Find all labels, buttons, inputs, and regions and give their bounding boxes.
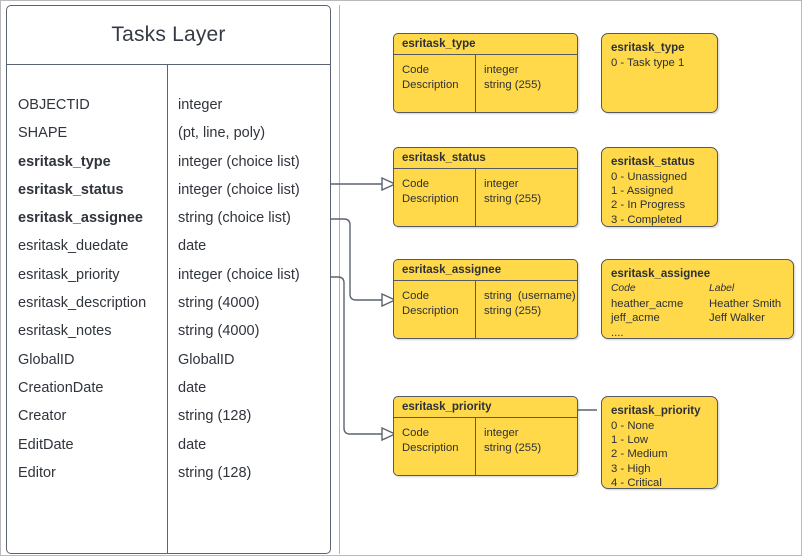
- field-type-creator: string (128): [178, 408, 252, 425]
- domain-table-esritask-status[interactable]: esritask_status Code Description integer…: [393, 147, 578, 227]
- assignee-header-code: Code: [611, 283, 636, 294]
- field-type-editor: string (128): [178, 464, 252, 481]
- field-name-esritask-notes: esritask_notes: [18, 323, 112, 340]
- value-card-line-status-0: 0 - Unassigned: [611, 171, 687, 183]
- domain-table-body-assignee: Code Description string (username) strin…: [394, 281, 577, 338]
- field-type-shape: (pt, line, poly): [178, 125, 266, 142]
- domain-type-description-status: string (255): [484, 192, 542, 205]
- field-type-esritask-duedate: date: [178, 238, 207, 255]
- field-name-globalid: GlobalID: [18, 351, 75, 368]
- value-card-line-type-0: 0 - Task type 1: [611, 57, 685, 69]
- field-type-esritask-priority: integer (choice list): [178, 266, 300, 283]
- domain-table-esritask-priority[interactable]: esritask_priority Code Description integ…: [393, 396, 578, 476]
- assignee-row-0: heather_acme Heather Smith: [611, 297, 784, 312]
- field-name-editor: Editor: [18, 464, 56, 481]
- domain-table-header-type: esritask_type: [394, 34, 577, 55]
- domain-table-header-status: esritask_status: [394, 148, 577, 169]
- domain-table-body-status: Code Description integer string (255): [394, 169, 577, 226]
- value-card-line-priority-3: 3 - High: [611, 462, 651, 475]
- value-card-line-priority-4: 4 - Critical: [611, 476, 662, 489]
- field-type-editdate: date: [178, 436, 207, 453]
- domain-table-body-priority: Code Description integer string (255): [394, 418, 577, 475]
- domain-table-body-type: Code Description integer string (255): [394, 55, 577, 112]
- value-card-line-status-3: 3 - Completed: [611, 213, 682, 226]
- domain-table-types-priority: integer string (255): [476, 418, 577, 475]
- domain-type-description-priority: string (255): [484, 441, 542, 454]
- field-type-creationdate: date: [178, 379, 207, 396]
- value-card-esritask-status[interactable]: esritask_status 0 - Unassigned 1 - Assig…: [601, 147, 718, 227]
- value-card-esritask-priority[interactable]: esritask_priority 0 - None 1 - Low 2 - M…: [601, 396, 718, 489]
- domain-table-esritask-assignee[interactable]: esritask_assignee Code Description strin…: [393, 259, 578, 339]
- field-name-creator: Creator: [18, 408, 67, 425]
- domain-table-fields-priority: Code Description: [394, 418, 476, 475]
- field-name-esritask-type: esritask_type: [18, 153, 111, 170]
- field-type-objectid: integer: [178, 97, 223, 113]
- domain-field-code-status: Code: [402, 178, 430, 190]
- page-title: Tasks Layer: [111, 23, 226, 46]
- value-card-line-priority-0: 0 - None: [611, 420, 655, 432]
- domain-table-types-status: integer string (255): [476, 169, 577, 226]
- value-card-title-status: esritask_status: [611, 156, 695, 168]
- assignee-row-1: jeff_acme Jeff Walker: [611, 311, 784, 326]
- value-card-title-priority: esritask_priority: [611, 405, 701, 417]
- field-type-esritask-status: integer (choice list): [178, 181, 300, 198]
- domain-table-header-priority: esritask_priority: [394, 397, 577, 418]
- field-name-esritask-status: esritask_status: [18, 181, 124, 198]
- domain-field-code-assignee: Code: [402, 290, 430, 302]
- field-name-esritask-priority: esritask_priority: [18, 266, 120, 283]
- domain-field-description-type: Description: [402, 78, 459, 91]
- domain-type-code-priority: integer: [484, 427, 519, 439]
- field-name-esritask-description: esritask_description: [18, 295, 147, 312]
- domain-table-fields-type: Code Description: [394, 55, 476, 112]
- domain-table-header-assignee: esritask_assignee: [394, 260, 577, 281]
- field-type-globalid: GlobalID: [178, 351, 235, 368]
- tasks-layer-body: OBJECTID SHAPE esritask_type esritask_st…: [7, 65, 330, 553]
- domain-type-description-assignee: string (255): [484, 304, 542, 317]
- field-name-objectid: OBJECTID: [18, 97, 90, 113]
- domain-table-types-type: integer string (255): [476, 55, 577, 112]
- domain-table-esritask-type[interactable]: esritask_type Code Description integer s…: [393, 33, 578, 113]
- field-name-editdate: EditDate: [18, 436, 74, 453]
- assignee-code-1: jeff_acme: [611, 312, 660, 324]
- value-card-esritask-assignee[interactable]: esritask_assignee Code Label heather_acm…: [601, 259, 794, 339]
- assignee-label-0: Heather Smith: [709, 297, 782, 310]
- value-card-title-assignee: esritask_assignee: [611, 268, 711, 280]
- assignee-label-1: Jeff Walker: [709, 312, 765, 324]
- domain-field-code-type: Code: [402, 64, 430, 76]
- assignee-ellipsis: ....: [611, 326, 624, 339]
- assignee-header-label: Label: [709, 283, 735, 294]
- field-name-esritask-duedate: esritask_duedate: [18, 238, 129, 255]
- field-type-column: integer (pt, line, poly) integer (choice…: [168, 65, 330, 553]
- field-name-esritask-assignee: esritask_assignee: [18, 210, 143, 227]
- domain-type-description-type: string (255): [484, 78, 542, 91]
- assignee-code-0: heather_acme: [611, 297, 684, 310]
- value-card-line-status-1: 1 - Assigned: [611, 185, 674, 198]
- field-type-esritask-notes: string (4000): [178, 323, 260, 340]
- tasks-layer-title-row: Tasks Layer: [7, 6, 330, 65]
- value-card-line-priority-2: 2 - Medium: [611, 448, 668, 461]
- domain-field-description-status: Description: [402, 192, 459, 205]
- field-type-esritask-assignee: string (choice list): [178, 210, 291, 227]
- field-type-esritask-type: integer (choice list): [178, 153, 300, 170]
- domain-table-fields-assignee: Code Description: [394, 281, 476, 338]
- domain-field-description-priority: Description: [402, 441, 459, 454]
- domain-field-description-assignee: Description: [402, 304, 459, 317]
- value-card-esritask-type[interactable]: esritask_type 0 - Task type 1: [601, 33, 718, 113]
- domain-field-code-priority: Code: [402, 427, 430, 439]
- value-card-line-priority-1: 1 - Low: [611, 434, 649, 447]
- field-name-shape: SHAPE: [18, 125, 68, 142]
- domain-table-fields-status: Code Description: [394, 169, 476, 226]
- domain-type-code-assignee: string (username): [484, 290, 576, 302]
- domain-table-types-assignee: string (username) string (255): [476, 281, 577, 338]
- assignee-header-row: Code Label: [611, 282, 784, 297]
- tasks-layer-table[interactable]: Tasks Layer OBJECTID SHAPE esritask_type…: [6, 5, 331, 554]
- domain-type-code-status: integer: [484, 178, 519, 190]
- field-name-creationdate: CreationDate: [18, 379, 104, 396]
- value-card-line-status-2: 2 - In Progress: [611, 199, 686, 212]
- field-name-column: OBJECTID SHAPE esritask_type esritask_st…: [7, 65, 168, 553]
- domain-type-code-type: integer: [484, 64, 519, 76]
- field-type-esritask-description: string (4000): [178, 295, 260, 312]
- value-card-title-type: esritask_type: [611, 42, 685, 54]
